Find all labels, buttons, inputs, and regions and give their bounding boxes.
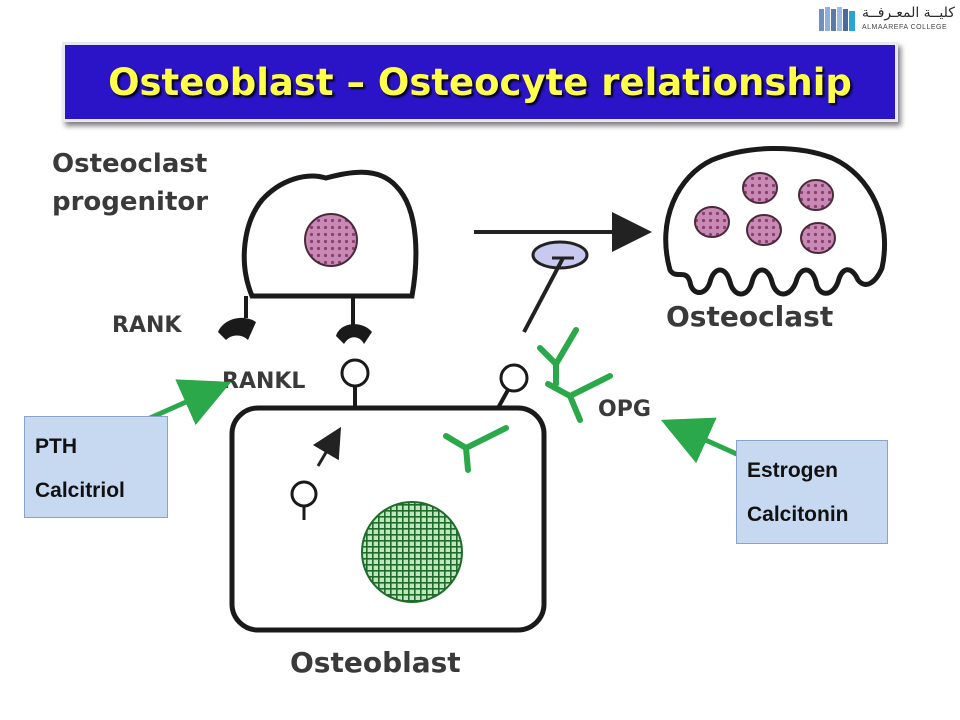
osteoclast-nucleus-5 — [800, 222, 836, 254]
osteoclast-nucleus-3 — [694, 206, 730, 238]
inhibitor-ellipse — [531, 240, 589, 270]
osteoclast-nucleus-4 — [746, 214, 782, 246]
callout-right-line2: Calcitonin — [747, 503, 849, 526]
rankl-ligand-right — [499, 363, 529, 393]
osteoclast-label: Osteoclast — [666, 300, 833, 333]
opg-label: OPG — [598, 397, 651, 422]
callout-left-line2: Calcitriol — [35, 479, 125, 502]
progenitor-label-line2: progenitor — [52, 187, 208, 217]
osteoclast-nucleus-1 — [742, 172, 778, 204]
slide-title: Osteoblast – Osteocyte relationship — [108, 60, 852, 104]
progenitor-nucleus — [304, 213, 358, 267]
rank-receptor-right — [336, 324, 372, 344]
transport-arrow — [312, 426, 342, 467]
callout-estrogen-calcitonin: Estrogen Calcitonin — [736, 440, 888, 544]
progenitor-label-line1: Osteoclast — [52, 149, 207, 179]
callout-right-line1: Estrogen — [747, 459, 839, 482]
inhibition-line — [522, 257, 565, 333]
osteoclast-nucleus-2 — [798, 179, 834, 211]
rankl-label: RANKL — [222, 369, 305, 394]
opg-molecule-1 — [537, 327, 579, 387]
logo-books-icon — [819, 7, 855, 31]
title-banner: Osteoblast – Osteocyte relationship — [62, 42, 898, 122]
rank-receptor-left — [218, 317, 256, 340]
left-stimulus-arrow — [148, 379, 232, 426]
college-logo: كليــة المعـرفــة ALMAAREFA COLLEGE — [818, 5, 956, 37]
callout-left-line1: PTH — [35, 435, 77, 458]
rank-label: RANK — [112, 313, 182, 338]
opg-molecule-2 — [545, 373, 613, 423]
opg-molecule-3 — [443, 425, 509, 473]
logo-arabic-text: كليــة المعـرفــة — [862, 5, 955, 21]
logo-english-text: ALMAAREFA COLLEGE — [862, 24, 948, 31]
osteoblast-nucleus — [361, 501, 463, 603]
osteoblast-label: Osteoblast — [290, 646, 461, 679]
rankl-vesicle — [290, 480, 318, 508]
rankl-ligand-surface — [340, 358, 370, 388]
callout-pth-calcitriol: PTH Calcitriol — [24, 416, 168, 518]
